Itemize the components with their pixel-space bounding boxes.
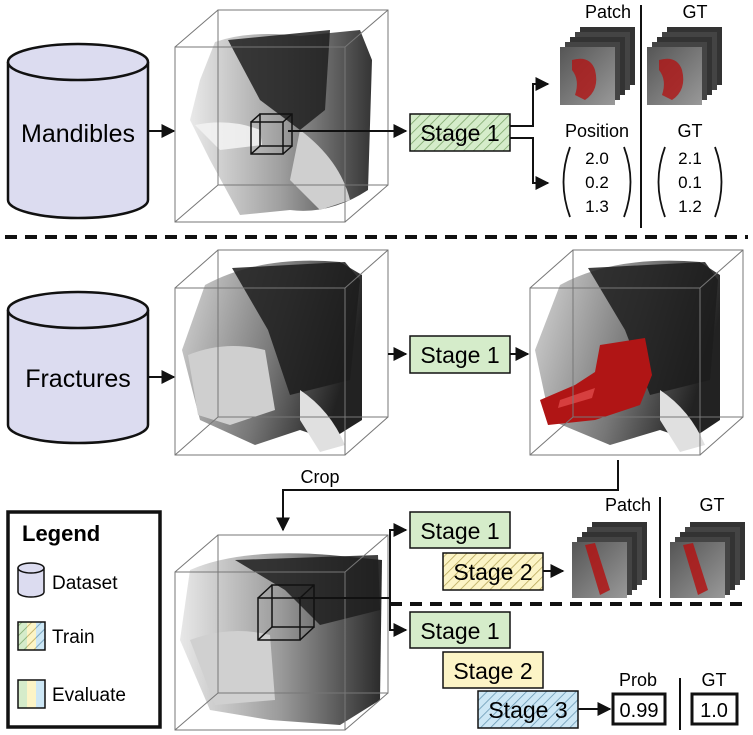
gt-stack-top <box>647 27 722 105</box>
gt-stack-bottom <box>670 522 745 598</box>
legend-evaluate-icon <box>17 679 46 709</box>
position-label: Position <box>565 121 629 141</box>
stage3-label: Stage 3 <box>488 697 567 723</box>
stage1-label-train: Stage 1 <box>420 518 499 544</box>
patch-label-bottom: Patch <box>605 495 651 515</box>
arrow-crop-to-train <box>298 523 408 599</box>
ct-volume-cropped <box>174 534 389 731</box>
dataset-cylinder-mandibles <box>6 42 150 220</box>
stage1-train-box-top <box>409 113 511 152</box>
svg-text:2.0: 2.0 <box>585 149 609 168</box>
svg-text:0.1: 0.1 <box>678 173 702 192</box>
patch-label-top: Patch <box>585 2 631 22</box>
legend-evaluate-label: Evaluate <box>52 685 126 706</box>
crop-label: Crop <box>300 467 339 487</box>
legend-train-label: Train <box>52 627 95 648</box>
stage1-label-eval: Stage 1 <box>420 618 499 644</box>
arrow-to-patch <box>510 77 550 127</box>
stage2-eval-box <box>442 651 544 689</box>
arrow-crop-to-eval <box>389 598 408 637</box>
stage2-label-eval: Stage 2 <box>453 658 532 684</box>
legend-title: Legend <box>22 521 100 546</box>
legend-dataset-icon <box>17 562 45 598</box>
svg-text:2.1: 2.1 <box>678 149 702 168</box>
position-vector: 2.0 0.2 1.3 <box>562 146 632 218</box>
prob-value-box <box>611 692 667 726</box>
svg-text:0.2: 0.2 <box>585 173 609 192</box>
svg-text:1.3: 1.3 <box>585 197 609 216</box>
patch-stack-top <box>560 27 635 105</box>
stage2-label-train: Stage 2 <box>453 559 532 585</box>
stage1-frozen-box <box>409 511 511 549</box>
ct-volume-fracture <box>174 249 389 456</box>
gt-label-top: GT <box>683 2 708 22</box>
legend-train-icon <box>17 621 46 651</box>
ct-volume-mandible <box>174 9 389 223</box>
gt-label-prob: GT <box>702 670 727 690</box>
gt-position-vector: 2.1 0.1 1.2 <box>657 146 723 218</box>
arrow-crop <box>276 460 619 532</box>
gt-value-box <box>690 692 739 726</box>
ct-volume-segmented <box>529 249 744 456</box>
svg-text:1.2: 1.2 <box>678 197 702 216</box>
dataset-label-fractures: Fractures <box>25 365 131 393</box>
legend-box: Legend Dataset Train Evaluate <box>6 510 162 729</box>
gt-value: 1.0 <box>700 700 728 722</box>
prob-label: Prob <box>619 670 657 690</box>
stage1-eval-box <box>409 611 511 649</box>
stage1-label-mid: Stage 1 <box>420 342 499 368</box>
gt-label-bottom: GT <box>700 495 725 515</box>
stage1-label-top: Stage 1 <box>420 120 499 146</box>
prob-value: 0.99 <box>620 700 659 722</box>
arrow-to-position <box>510 137 550 190</box>
dataset-label-mandibles: Mandibles <box>21 120 135 148</box>
stage1-eval-box-mid <box>409 335 511 374</box>
gt-label-position: GT <box>678 121 703 141</box>
patch-stack-bottom <box>572 522 647 598</box>
legend-dataset-label: Dataset <box>52 573 118 594</box>
dataset-cylinder-fractures <box>6 290 150 445</box>
